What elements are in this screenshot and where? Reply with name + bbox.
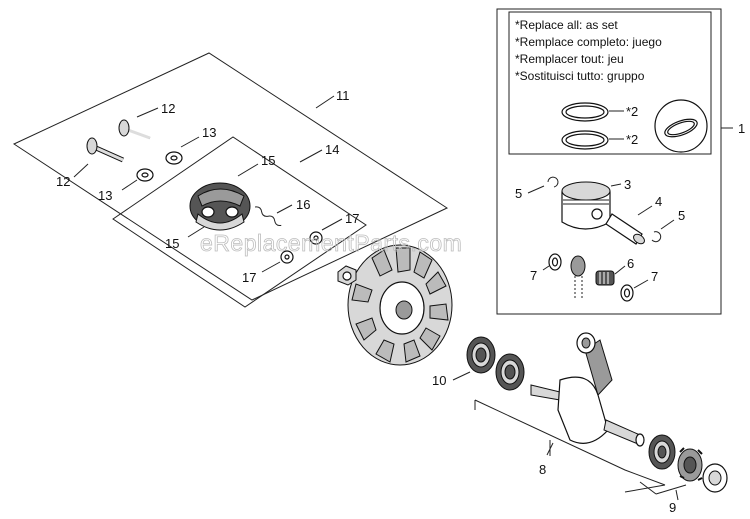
callout-5-left: 5	[515, 186, 522, 201]
ring-mark-lower: *2	[626, 132, 638, 147]
ring-set-box	[508, 11, 712, 155]
note-line-2: *Remplace completo: juego	[515, 35, 662, 49]
flywheel-nut	[337, 265, 357, 286]
crankshaft-bearing-left-outer	[495, 353, 525, 391]
thrust-washer-left	[548, 253, 562, 271]
group-outline-11	[12, 52, 449, 301]
clutch-bolt-lower	[86, 137, 125, 163]
callout-17-lower: 17	[242, 270, 256, 285]
callout-15-lower: 15	[165, 236, 179, 251]
note-line-4: *Sostituisci tutto: gruppo	[515, 69, 645, 83]
needle-bearing-small-end	[570, 255, 586, 300]
clutch-washer-17-lower	[280, 250, 294, 264]
clutch-bolt-upper	[118, 119, 151, 140]
piston-pin-clip-right	[651, 231, 662, 243]
callout-17-upper: 17	[345, 211, 359, 226]
callout-12-lower: 12	[56, 174, 70, 189]
callout-7-right: 7	[651, 269, 658, 284]
crankshaft-seal-right	[702, 463, 728, 493]
callout-4: 4	[655, 194, 662, 209]
ring-detail-circle	[654, 99, 708, 153]
piston	[561, 181, 611, 230]
callout-9: 9	[669, 500, 676, 515]
needle-bearing-big-end	[595, 270, 615, 286]
callout-11: 11	[336, 88, 350, 103]
callout-13-lower: 13	[98, 188, 112, 203]
oil-pump-gear	[677, 447, 703, 482]
clutch-washer-upper	[165, 151, 183, 165]
callout-10: 10	[432, 373, 446, 388]
note-line-3: *Remplacer tout: jeu	[515, 52, 624, 66]
piston-pin	[605, 213, 645, 245]
crankshaft-bearing-left	[466, 336, 496, 374]
callout-7-left: 7	[530, 268, 537, 283]
crankshaft-bearing-right	[648, 434, 676, 470]
callout-6: 6	[627, 256, 634, 271]
clutch-washer-lower	[136, 168, 154, 182]
callout-5-right: 5	[678, 208, 685, 223]
piston-ring-lower	[561, 130, 609, 150]
callout-12-upper: 12	[161, 101, 175, 116]
piston-kit-box	[496, 8, 722, 315]
flywheel	[347, 244, 453, 366]
note-line-1: *Replace all: as set	[515, 18, 618, 32]
callout-13-upper: 13	[202, 125, 216, 140]
callout-14: 14	[325, 142, 339, 157]
callout-15-upper: 15	[261, 153, 275, 168]
piston-pin-clip-left	[547, 176, 559, 188]
crankshaft-bracket-upper	[474, 399, 666, 486]
callout-1: 1	[738, 121, 745, 136]
ring-mark-upper: *2	[626, 104, 638, 119]
callout-16: 16	[296, 197, 310, 212]
crankshaft	[530, 332, 645, 447]
watermark-text: eReplacementParts.com	[200, 230, 462, 256]
clutch-washer-17-upper	[309, 231, 323, 245]
piston-ring-upper	[561, 102, 609, 122]
callout-8: 8	[539, 462, 546, 477]
thrust-washer-right	[620, 284, 634, 302]
clutch-shoe-assembly	[189, 182, 251, 231]
callout-3: 3	[624, 177, 631, 192]
clutch-spring	[254, 206, 282, 227]
group-outline-14	[112, 136, 367, 308]
